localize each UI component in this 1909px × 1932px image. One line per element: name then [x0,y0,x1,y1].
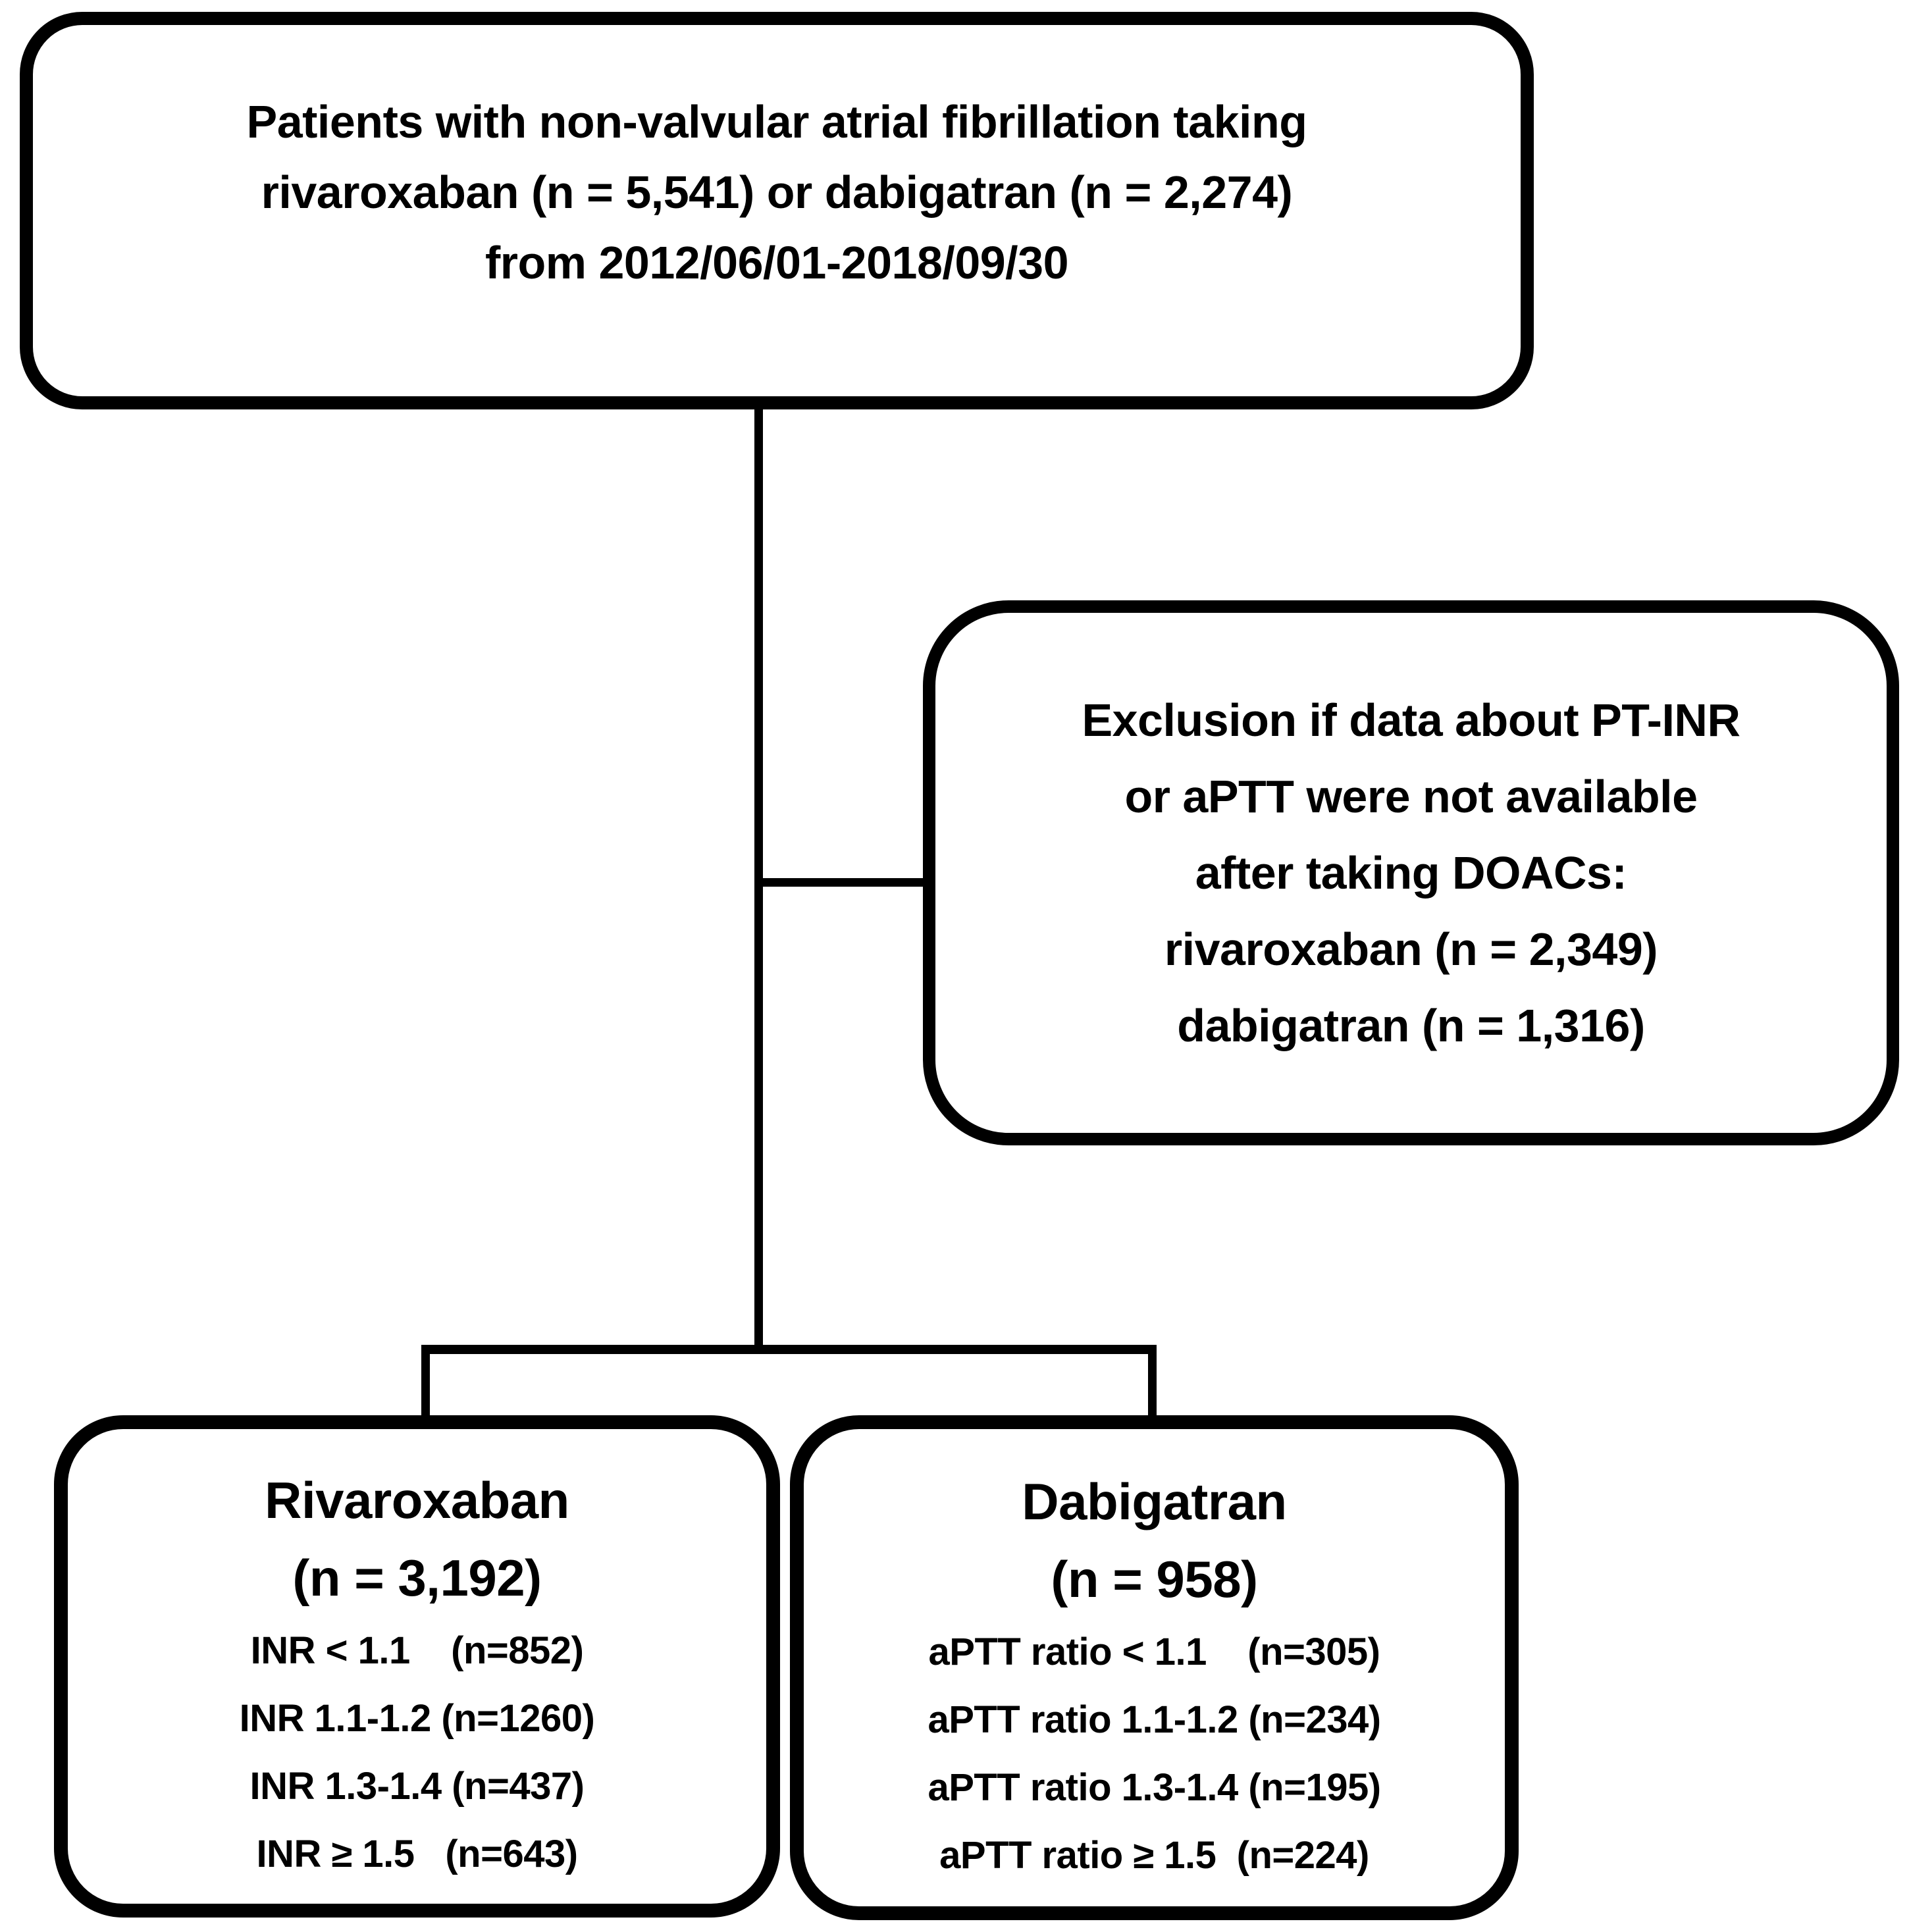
rivaroxaban-item-inr-1-3-1-4: INR 1.3-1.4 (n=437) [249,1765,585,1808]
enrollment-line-2: rivaroxaban (n = 5,541) or dabigatran (n… [261,167,1293,218]
exclusion-line-4: rivaroxaban (n = 2,349) [1164,924,1658,975]
connector-split-horizontal-bar [421,1345,1157,1354]
rivaroxaban-item-inr-lt-1-1: INR < 1.1 (n=852) [250,1629,584,1672]
dabigatran-item-aptt-1-1-1-2: aPTT ratio 1.1-1.2 (n=234) [928,1698,1381,1741]
dabigatran-item-aptt-ge-1-5: aPTT ratio ≥ 1.5 (n=224) [939,1834,1369,1877]
dabigatran-item-aptt-1-3-1-4: aPTT ratio 1.3-1.4 (n=195) [928,1766,1381,1809]
connector-stub-left [421,1349,430,1419]
rivaroxaban-count: (n = 3,192) [292,1549,542,1607]
connector-stub-right [1148,1349,1157,1419]
rivaroxaban-item-inr-ge-1-5: INR ≥ 1.5 (n=643) [256,1833,578,1875]
enrollment-line-3: from 2012/06/01-2018/09/30 [485,237,1069,288]
exclusion-line-1: Exclusion if data about PT-INR [1082,694,1740,746]
rivaroxaban-title: Rivaroxaban [265,1471,569,1529]
enrollment-box: Patients with non-valvular atrial fibril… [20,12,1534,409]
dabigatran-title: Dabigatran [1022,1473,1287,1530]
exclusion-line-5: dabigatran (n = 1,316) [1177,1000,1645,1051]
exclusion-line-2: or aPTT were not available [1124,771,1698,822]
dabigatran-count: (n = 958) [1051,1550,1258,1608]
dabigatran-item-aptt-lt-1-1: aPTT ratio < 1.1 (n=305) [928,1631,1380,1673]
rivaroxaban-box: Rivaroxaban (n = 3,192) INR < 1.1 (n=852… [54,1415,780,1918]
dabigatran-box: Dabigatran (n = 958) aPTT ratio < 1.1 (n… [790,1415,1519,1920]
rivaroxaban-item-inr-1-1-1-2: INR 1.1-1.2 (n=1260) [239,1697,595,1740]
connector-exclusion-horizontal-line [758,878,924,887]
enrollment-line-1: Patients with non-valvular atrial fibril… [246,96,1307,147]
exclusion-line-3: after taking DOACs: [1195,847,1627,899]
exclusion-box: Exclusion if data about PT-INR or aPTT w… [923,600,1899,1145]
